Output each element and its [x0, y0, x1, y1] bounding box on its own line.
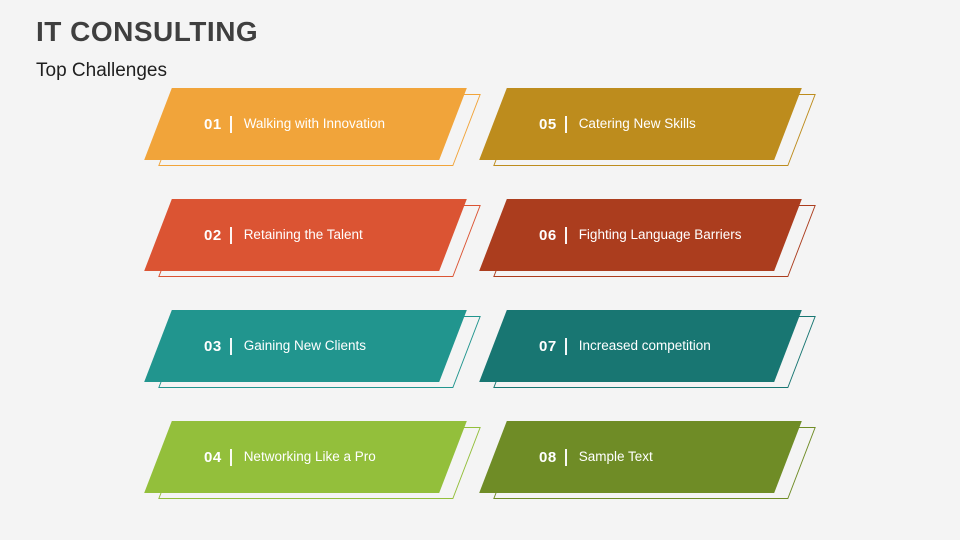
banner-content: 06 Fighting Language Barriers — [493, 199, 788, 271]
challenge-number: 03 — [204, 337, 222, 355]
banner-shape: 08 Sample Text — [479, 421, 802, 493]
challenge-banner-08: 08 Sample Text — [479, 421, 816, 499]
challenge-number: 06 — [539, 226, 557, 244]
divider-bar — [229, 226, 232, 244]
banner-content: 05 Catering New Skills — [493, 88, 788, 160]
challenge-number: 05 — [539, 115, 557, 133]
challenge-number: 02 — [204, 226, 222, 244]
banner-shape: 01 Walking with Innovation — [144, 88, 467, 160]
challenge-label: Networking Like a Pro — [243, 449, 376, 465]
divider-bar — [229, 115, 232, 133]
challenge-label: Increased competition — [578, 338, 711, 354]
challenge-banner-05: 05 Catering New Skills — [479, 88, 816, 166]
challenge-banner-06: 06 Fighting Language Barriers — [479, 199, 816, 277]
banner-content: 07 Increased competition — [493, 310, 788, 382]
challenge-label: Gaining New Clients — [243, 338, 366, 354]
banner-content: 04 Networking Like a Pro — [158, 421, 453, 493]
divider-bar — [564, 337, 567, 355]
banner-shape: 06 Fighting Language Barriers — [479, 199, 802, 271]
challenge-label: Catering New Skills — [578, 116, 696, 132]
challenges-grid: 01 Walking with Innovation 02 Retaining … — [144, 88, 816, 499]
challenge-number: 07 — [539, 337, 557, 355]
banner-content: 02 Retaining the Talent — [158, 199, 453, 271]
challenge-label: Retaining the Talent — [243, 227, 363, 243]
divider-bar — [564, 448, 567, 466]
divider-bar — [564, 226, 567, 244]
challenge-banner-04: 04 Networking Like a Pro — [144, 421, 481, 499]
page-subtitle: Top Challenges — [36, 60, 167, 81]
challenge-number: 08 — [539, 448, 557, 466]
banner-shape: 05 Catering New Skills — [479, 88, 802, 160]
banner-shape: 07 Increased competition — [479, 310, 802, 382]
banner-content: 08 Sample Text — [493, 421, 788, 493]
challenge-banner-03: 03 Gaining New Clients — [144, 310, 481, 388]
challenge-banner-02: 02 Retaining the Talent — [144, 199, 481, 277]
banner-shape: 03 Gaining New Clients — [144, 310, 467, 382]
page-title: IT CONSULTING — [36, 16, 259, 47]
banner-shape: 04 Networking Like a Pro — [144, 421, 467, 493]
challenge-label: Walking with Innovation — [243, 116, 386, 132]
challenge-number: 04 — [204, 448, 222, 466]
divider-bar — [564, 115, 567, 133]
banner-content: 03 Gaining New Clients — [158, 310, 453, 382]
challenge-label: Fighting Language Barriers — [578, 227, 742, 243]
banner-shape: 02 Retaining the Talent — [144, 199, 467, 271]
banner-content: 01 Walking with Innovation — [158, 88, 453, 160]
challenge-label: Sample Text — [578, 449, 653, 465]
divider-bar — [229, 337, 232, 355]
challenge-number: 01 — [204, 115, 222, 133]
challenge-banner-01: 01 Walking with Innovation — [144, 88, 481, 166]
divider-bar — [229, 448, 232, 466]
challenge-banner-07: 07 Increased competition — [479, 310, 816, 388]
